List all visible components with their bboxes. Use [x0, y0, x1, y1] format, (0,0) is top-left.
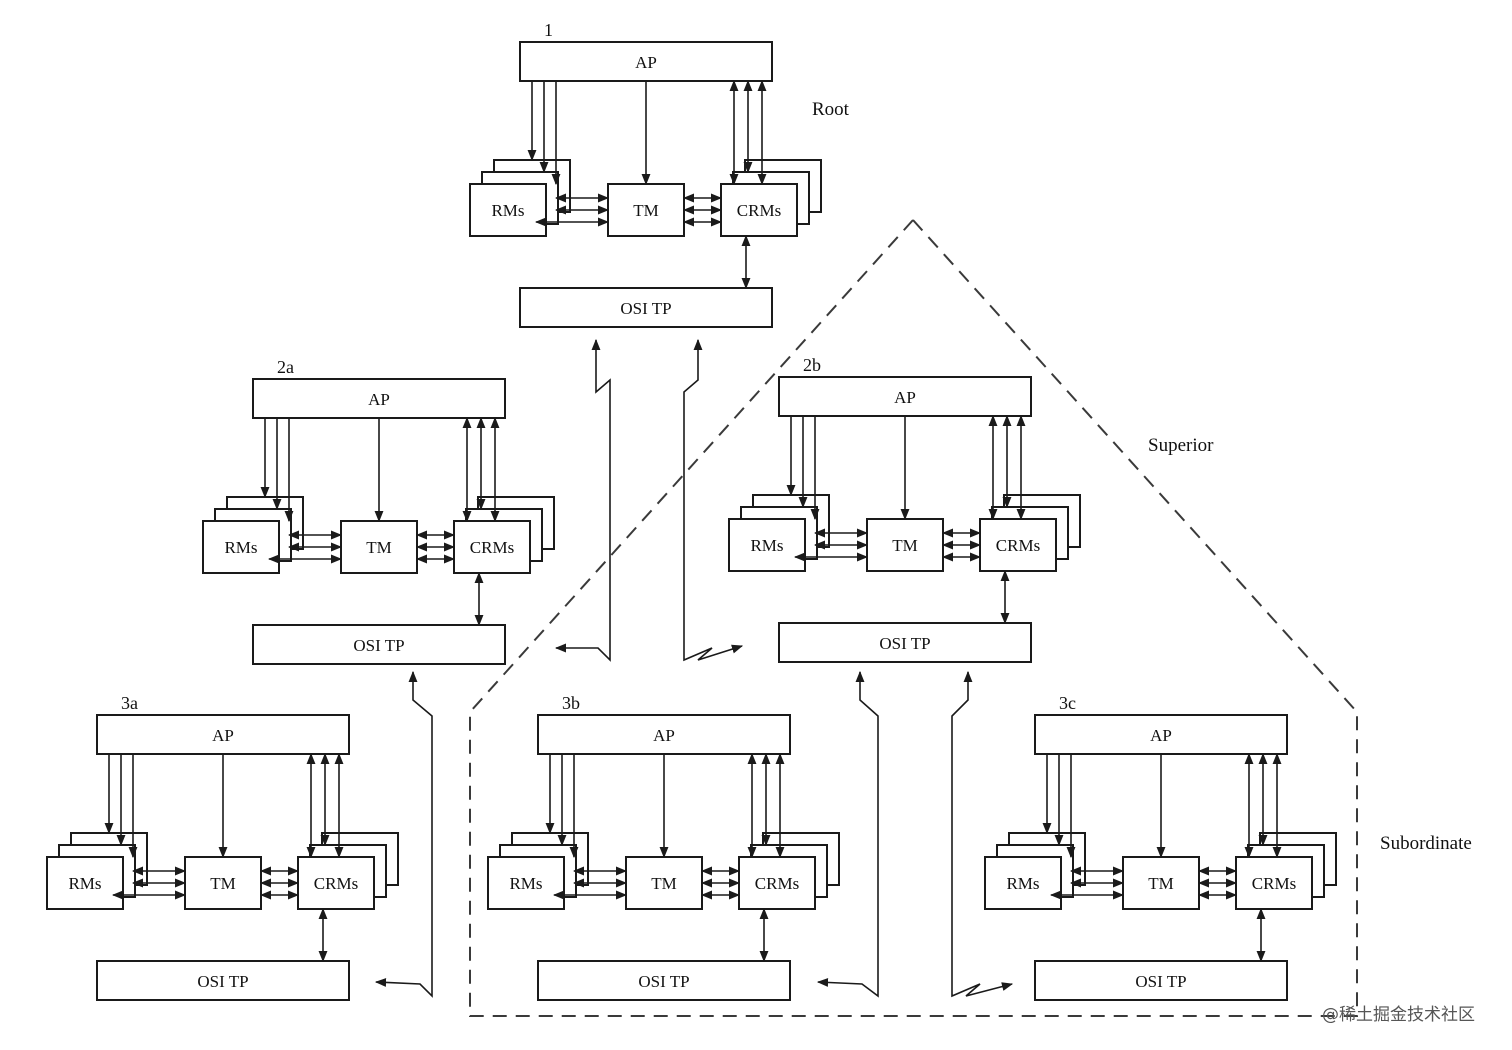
node-id-label: 3c [1059, 693, 1076, 713]
crms-label: CRMs [996, 536, 1040, 555]
tm-label: TM [366, 538, 392, 557]
rms-label: RMs [1006, 874, 1039, 893]
ap-label: AP [635, 53, 657, 72]
region-labels: Root Superior Subordinate @稀土掘金技术社区 [812, 99, 1475, 1025]
tm-label: TM [892, 536, 918, 555]
osi-tp-label: OSI TP [879, 634, 930, 653]
osi-connector-2b-3b [816, 670, 879, 998]
ap-label: AP [368, 390, 390, 409]
osi-tp-box [778, 622, 1032, 663]
osi-tp-box [1034, 960, 1288, 1001]
rms-box [469, 183, 547, 237]
crms-label: CRMs [470, 538, 514, 557]
rms-box [46, 856, 124, 910]
node-id-label: 3a [121, 693, 138, 713]
osi-connector-2a-3a [374, 670, 433, 998]
ap-box [1034, 714, 1288, 755]
node-id-label: 2a [277, 357, 294, 377]
crms-box [720, 183, 798, 237]
node-id-label: 3b [562, 693, 580, 713]
osi-connector-1-2a [554, 338, 611, 662]
rms-label: RMs [491, 201, 524, 220]
rms-box [202, 520, 280, 574]
rms-label: RMs [750, 536, 783, 555]
dashed-boundary [469, 219, 1358, 1017]
osi-connector-1-2b [683, 338, 744, 662]
subordinate-label: Subordinate [1380, 833, 1472, 854]
tm-label: TM [651, 874, 677, 893]
crms-label: CRMs [737, 201, 781, 220]
osi-tp-label: OSI TP [353, 636, 404, 655]
tm-box [625, 856, 703, 910]
tm-label: TM [1148, 874, 1174, 893]
rms-label: RMs [224, 538, 257, 557]
osi-tp-box [252, 624, 506, 665]
crms-label: CRMs [755, 874, 799, 893]
osi-tp-box [519, 287, 773, 328]
osi-tp-connectors [374, 338, 1014, 998]
crms-label: CRMs [1252, 874, 1296, 893]
osi-tp-box [537, 960, 791, 1001]
rms-label: RMs [68, 874, 101, 893]
root-label: Root [812, 99, 850, 120]
osi-tp-label: OSI TP [638, 972, 689, 991]
ap-label: AP [1150, 726, 1172, 745]
osi-tp-label: OSI TP [1135, 972, 1186, 991]
rms-box [487, 856, 565, 910]
node-id-label: 1 [544, 20, 553, 40]
crms-label: CRMs [314, 874, 358, 893]
osi-tp-box [96, 960, 350, 1001]
tm-label: TM [633, 201, 659, 220]
tm-label: TM [210, 874, 236, 893]
tm-box [1122, 856, 1200, 910]
osi-connector-2b-3c [951, 670, 1014, 998]
osi-tp-label: OSI TP [620, 299, 671, 318]
ap-box [537, 714, 791, 755]
superior-label: Superior [1148, 435, 1214, 456]
ap-label: AP [653, 726, 675, 745]
rms-box [984, 856, 1062, 910]
ap-box [519, 41, 773, 82]
osi-tp-label: OSI TP [197, 972, 248, 991]
node-id-label: 2b [803, 355, 821, 375]
rms-label: RMs [509, 874, 542, 893]
watermark: @稀土掘金技术社区 [1322, 1005, 1475, 1025]
ap-box [252, 378, 506, 419]
rms-box [728, 518, 806, 572]
superior-subordinate-dashed-region [469, 219, 1358, 1017]
ap-label: AP [212, 726, 234, 745]
ap-label: AP [894, 388, 916, 407]
